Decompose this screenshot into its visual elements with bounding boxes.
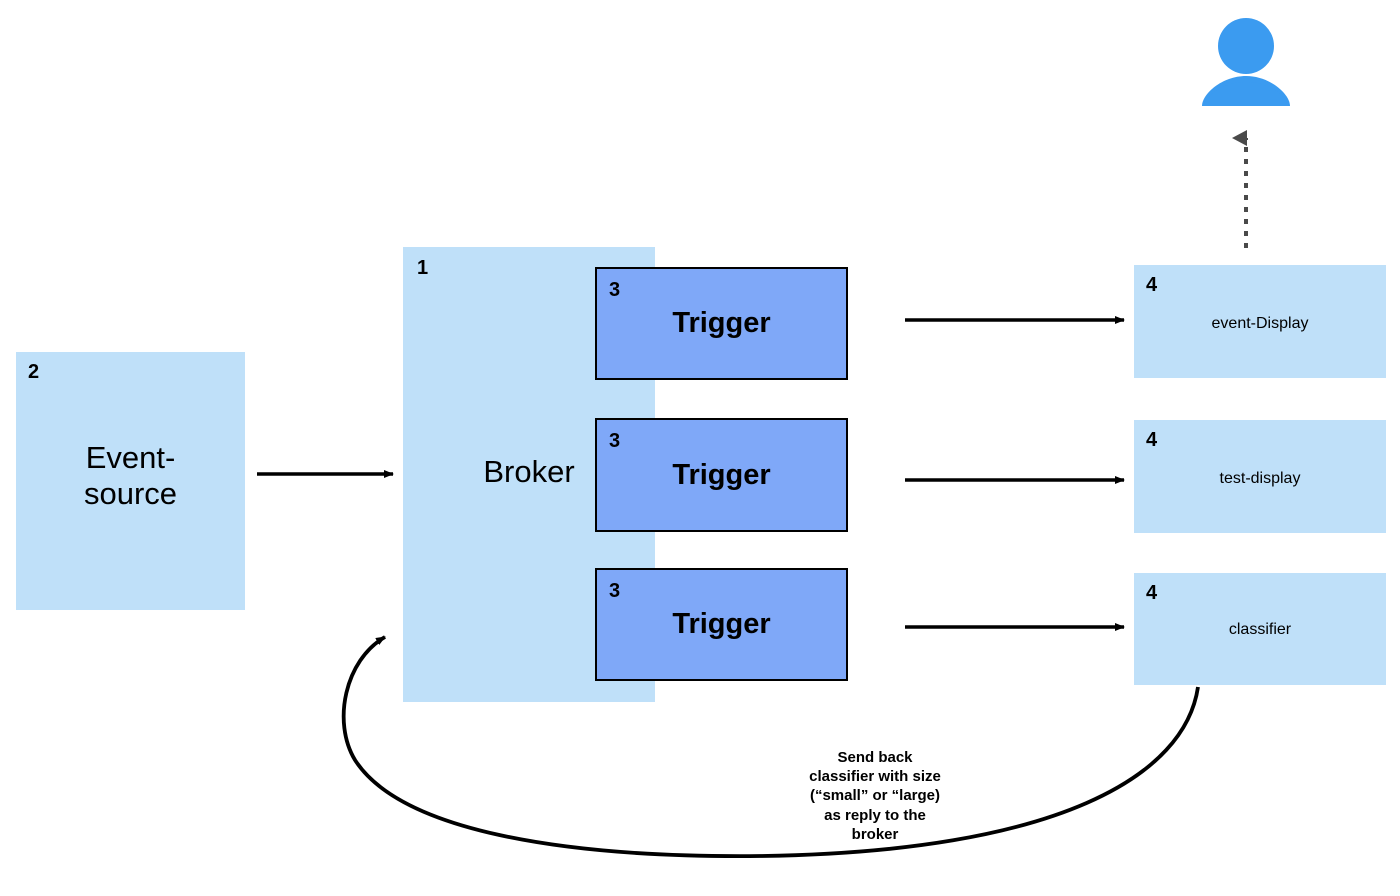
service-badge-3: 4: [1146, 582, 1158, 604]
service-label-classifier: classifier: [1228, 621, 1292, 638]
trigger-box-3[interactable]: 3 Trigger: [595, 568, 848, 681]
trigger-label-1: Trigger: [672, 307, 771, 339]
service-label-test-display: test-display: [1219, 470, 1301, 487]
trigger-box-1[interactable]: 3 Trigger: [595, 267, 848, 380]
event-source-box[interactable]: 2 Event- source: [16, 352, 245, 610]
trigger-label-3: Trigger: [672, 608, 771, 640]
service-box-event-display[interactable]: 4 event-Display: [1134, 265, 1386, 378]
event-source-label: Event- source: [83, 440, 178, 511]
feedback-caption: Send back classifier with size (“small” …: [809, 749, 941, 843]
service-box-classifier[interactable]: 4 classifier: [1134, 573, 1386, 685]
trigger-badge-2: 3: [609, 430, 621, 452]
service-label-event-display: event-Display: [1211, 315, 1309, 332]
trigger-box-2[interactable]: 3 Trigger: [595, 418, 848, 532]
service-box-test-display[interactable]: 4 test-display: [1134, 420, 1386, 533]
trigger-badge-1: 3: [609, 279, 621, 301]
broker-label: Broker: [483, 454, 575, 489]
service-badge-2: 4: [1146, 429, 1158, 451]
service-badge-1: 4: [1146, 274, 1158, 296]
trigger-badge-3: 3: [609, 580, 621, 602]
broker-badge: 1: [417, 257, 429, 279]
person-icon: [1202, 18, 1290, 106]
arrow-classifier-feedback-to-broker: [341, 635, 1200, 858]
trigger-label-2: Trigger: [672, 459, 771, 491]
event-source-badge: 2: [28, 361, 40, 383]
